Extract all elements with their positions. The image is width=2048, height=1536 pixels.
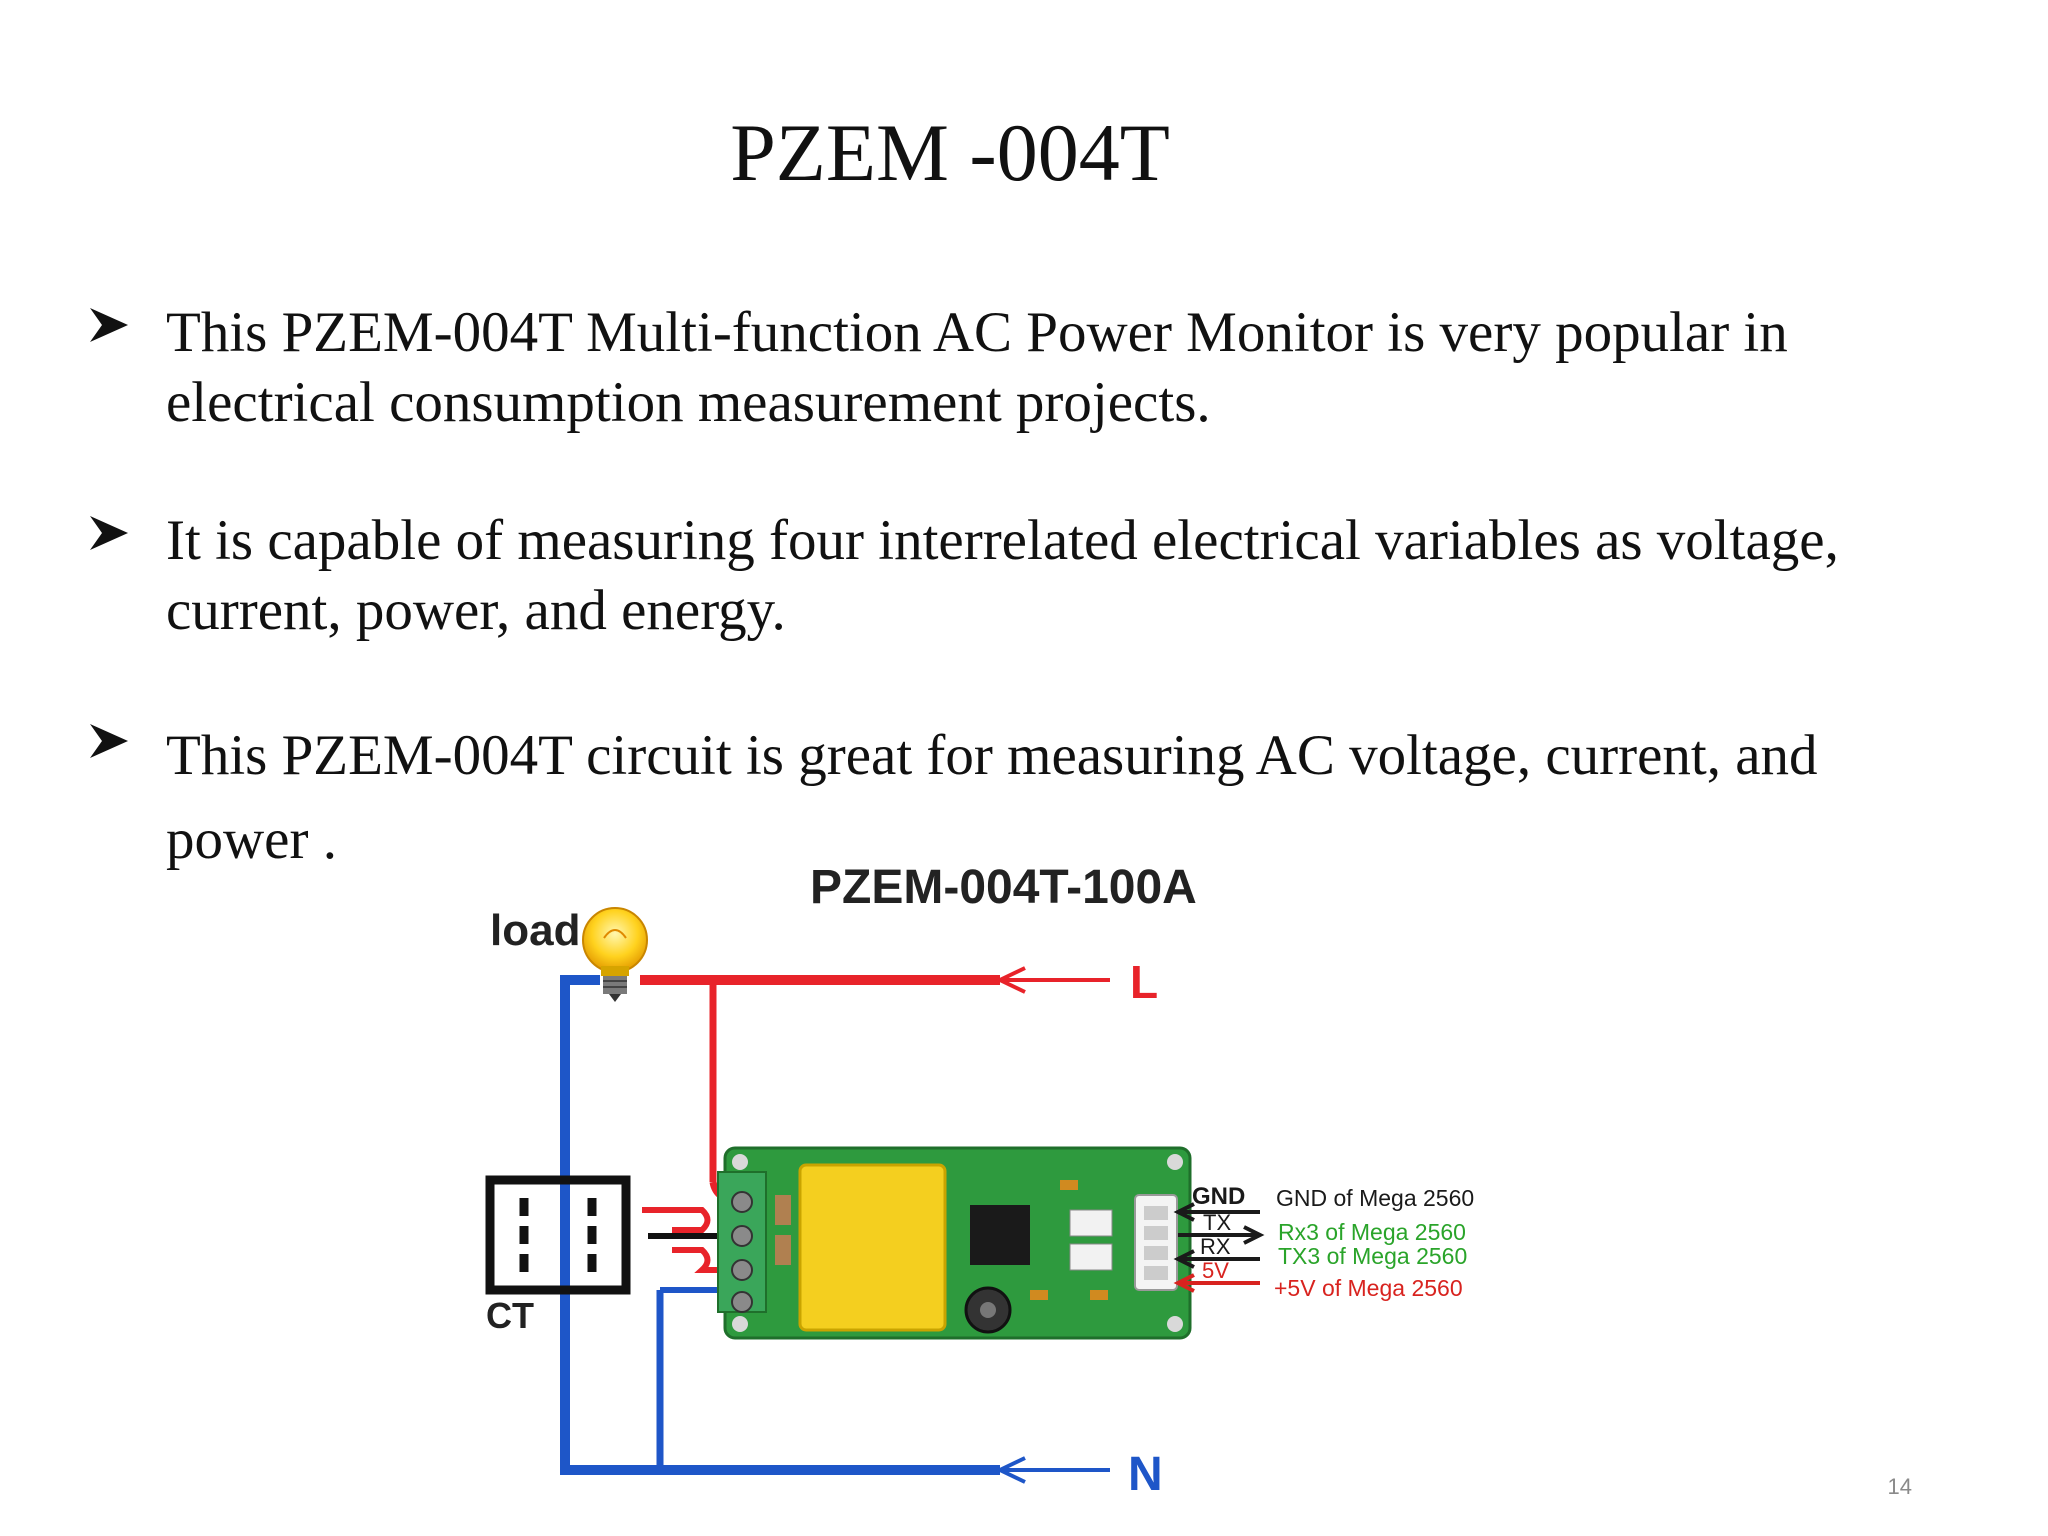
pin-desc-gnd: GND of Mega 2560 — [1276, 1185, 1474, 1211]
arrow-bullet-icon — [90, 724, 128, 758]
bullet-line: electrical consumption measurement proje… — [166, 371, 1211, 434]
arrow-bullet-icon — [90, 516, 128, 550]
pin-label-5v: 5V — [1202, 1258, 1229, 1283]
pin-label-gnd: GND — [1192, 1183, 1245, 1210]
line-arrow-head — [995, 966, 1026, 994]
pin-label-rx: RX — [1200, 1234, 1231, 1259]
ct-label: CT — [486, 1295, 534, 1336]
bullet-line: It is capable of measuring four interrel… — [166, 509, 1839, 572]
wiring-diagram: PZEM-004T-100A load CT L N — [470, 850, 1570, 1490]
tx-arrow-head — [1243, 1225, 1265, 1245]
live-wire — [642, 1207, 711, 1233]
bullet-line: power . — [166, 808, 337, 871]
light-bulb-icon — [582, 907, 648, 1002]
neutral-label: N — [1128, 1448, 1163, 1490]
diagram-title: PZEM-004T-100A — [810, 861, 1197, 914]
load-label: load — [490, 906, 580, 955]
bullet-line: This PZEM-004T circuit is great for meas… — [166, 724, 1818, 787]
pin-label-tx: TX — [1203, 1210, 1231, 1235]
bullet-item: It is capable of measuring four interrel… — [88, 506, 1839, 646]
vcc-arrow-head — [1173, 1273, 1195, 1293]
bullet-line: current, power, and energy. — [166, 579, 786, 642]
rx-arrow-head — [1173, 1249, 1195, 1269]
gnd-arrow-head — [1173, 1202, 1195, 1222]
arrow-bullet-icon — [90, 308, 128, 342]
neutral-arrow-head — [995, 1456, 1026, 1484]
pzem-module-board — [717, 1146, 1192, 1340]
neutral-wire — [560, 975, 1000, 1475]
pin-desc-5v: +5V of Mega 2560 — [1274, 1275, 1463, 1301]
pin-desc-rx: TX3 of Mega 2560 — [1278, 1243, 1467, 1269]
slide-title: PZEM -004T — [730, 107, 1170, 198]
bullet-line: This PZEM-004T Multi-function AC Power M… — [166, 301, 1788, 364]
wiring-diagram-svg: PZEM-004T-100A load CT L N — [485, 861, 1474, 1490]
ct-coil — [485, 1175, 631, 1295]
line-label: L — [1130, 956, 1158, 1008]
live-wire — [672, 1247, 770, 1273]
bullet-item: This PZEM-004T circuit is great for meas… — [88, 714, 1818, 882]
pin-desc-tx: Rx3 of Mega 2560 — [1278, 1219, 1466, 1245]
bullet-item: This PZEM-004T Multi-function AC Power M… — [88, 298, 1788, 438]
page-number: 14 — [1887, 1474, 1912, 1499]
